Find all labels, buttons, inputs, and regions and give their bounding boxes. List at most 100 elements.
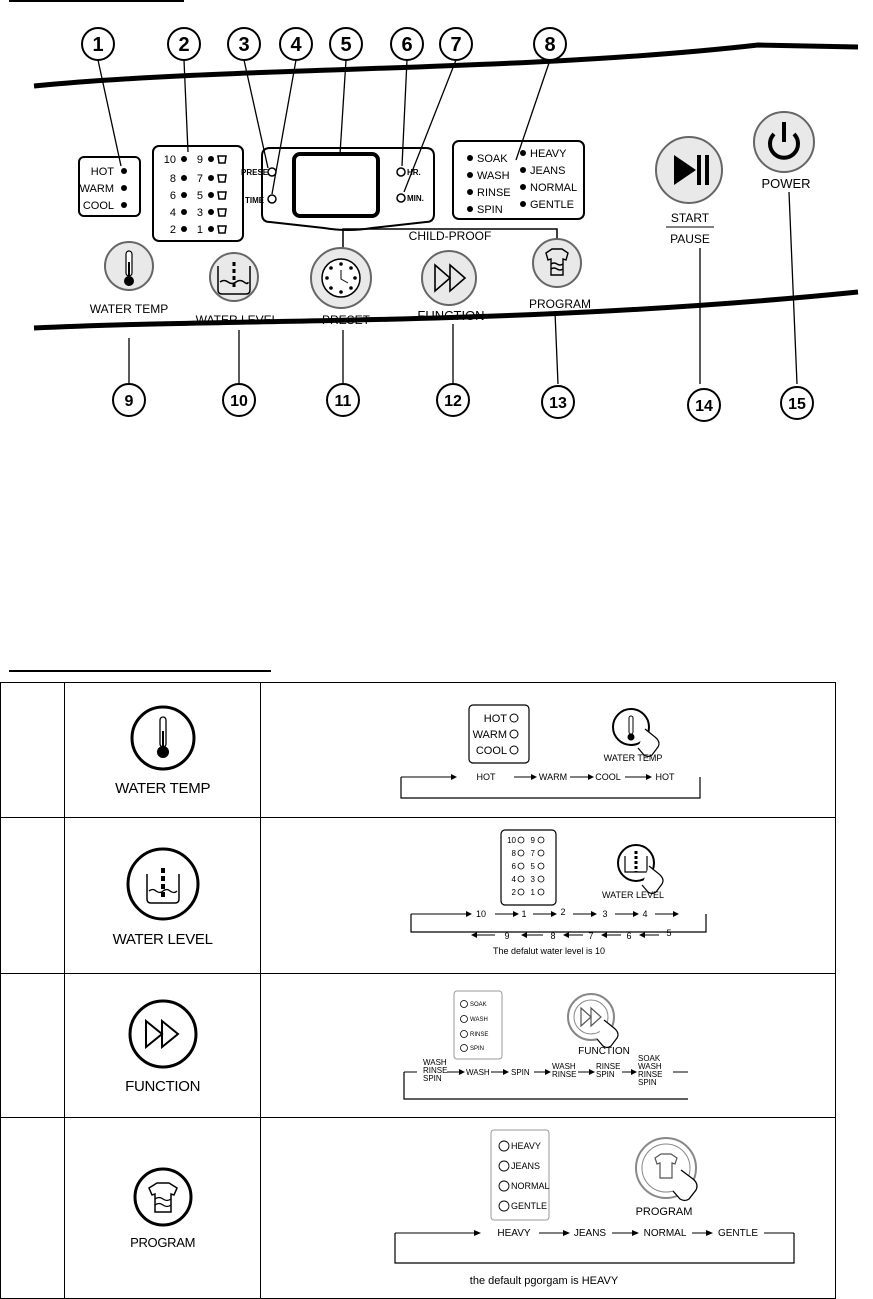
power-button[interactable] [753, 111, 815, 173]
svg-text:JEANS: JEANS [574, 1228, 607, 1239]
svg-text:COOL: COOL [595, 772, 621, 782]
level-indicator-box [152, 145, 244, 242]
callout-1: 1 [92, 34, 103, 56]
svg-text:7: 7 [531, 849, 536, 858]
program-hand-button [634, 1137, 697, 1199]
svg-text:HOT: HOT [476, 772, 496, 782]
svg-text:5: 5 [666, 928, 671, 938]
svg-text:WASH: WASH [466, 1068, 490, 1077]
function-spin-label: SPIN [477, 204, 503, 216]
function-rinse-label: RINSE [477, 187, 511, 199]
function-soak-label: SOAK [477, 153, 508, 165]
svg-text:SPIN: SPIN [423, 1074, 442, 1083]
svg-text:5: 5 [531, 862, 536, 871]
row-number-cell [0, 682, 66, 818]
callout-9: 9 [125, 393, 134, 410]
svg-text:SPIN: SPIN [596, 1070, 615, 1079]
svg-text:WASH: WASH [423, 1058, 447, 1067]
temp-cool-label: COOL [83, 200, 114, 212]
shirt-wash-icon [133, 1167, 193, 1227]
svg-text:WARM: WARM [539, 772, 567, 782]
svg-text:1: 1 [197, 224, 203, 236]
svg-text:10: 10 [476, 909, 486, 919]
svg-text:RINSE: RINSE [423, 1066, 447, 1075]
svg-text:SPIN: SPIN [470, 1046, 484, 1052]
svg-text:2: 2 [512, 888, 517, 897]
water-level-label: WATER LEVEL [112, 930, 213, 948]
svg-text:4: 4 [512, 875, 517, 884]
function-hand-button [566, 993, 615, 1041]
svg-text:WARM: WARM [473, 729, 507, 741]
temp-warm-label: WARM [80, 183, 114, 195]
svg-text:3: 3 [197, 207, 203, 219]
start-label: START [671, 211, 710, 225]
svg-text:2: 2 [560, 907, 565, 917]
svg-text:GENTLE: GENTLE [718, 1228, 758, 1239]
pause-label: PAUSE [670, 232, 710, 246]
level-indicator-rows: 10 9 8 7 6 5 4 3 2 1 [164, 154, 203, 236]
pointing-hand-icon [641, 865, 664, 895]
preset-button[interactable] [310, 247, 372, 309]
hr-indicator-label: HR. [407, 168, 421, 177]
program-button-label: PROGRAM [529, 297, 591, 311]
preset-indicator-label: PRESET [241, 168, 273, 177]
svg-text:8: 8 [550, 931, 555, 941]
water-level-icon [126, 847, 200, 920]
svg-text:7: 7 [588, 931, 593, 941]
row-number-cell [0, 1117, 66, 1299]
pointing-hand-icon [672, 1169, 698, 1202]
callout-7: 7 [450, 34, 461, 56]
row-number-cell [0, 973, 66, 1118]
digital-display [292, 152, 380, 218]
clock-icon [325, 262, 357, 294]
water-temp-button[interactable] [104, 241, 154, 291]
hand-button-label: WATER LEVEL [602, 890, 664, 900]
callout-5: 5 [340, 34, 351, 56]
shirt-wash-icon [545, 248, 569, 276]
double-arrow-icon [434, 263, 467, 293]
svg-text:1: 1 [531, 888, 536, 897]
hand-button-label: WATER TEMP [604, 753, 663, 763]
water-temp-button-label: WATER TEMP [90, 302, 168, 316]
callout-8: 8 [544, 34, 555, 56]
svg-text:10: 10 [164, 154, 176, 166]
function-label: FUNCTION [125, 1077, 201, 1095]
power-icon [768, 122, 800, 160]
panel-bottom-curve [33, 289, 859, 331]
callout-12: 12 [444, 393, 462, 410]
program-button[interactable] [532, 238, 582, 288]
preset-button-label: PRESET [322, 313, 371, 327]
default-program-note: the default pgorgam is HEAVY [470, 1275, 619, 1287]
function-button[interactable] [421, 250, 477, 306]
callout-14: 14 [695, 398, 713, 415]
svg-text:SPIN: SPIN [511, 1068, 530, 1077]
svg-text:6: 6 [170, 190, 176, 202]
svg-text:5: 5 [197, 190, 203, 202]
water-level-button[interactable] [209, 252, 259, 302]
child-proof-label: CHILD-PROOF [409, 229, 492, 243]
svg-text:8: 8 [170, 173, 176, 185]
function-button-label: FUNCTION [417, 308, 484, 323]
callout-3: 3 [238, 34, 249, 56]
svg-text:SOAK: SOAK [638, 1054, 661, 1063]
min-indicator-label: MIN. [407, 194, 424, 203]
svg-text:4: 4 [642, 909, 647, 919]
callout-2: 2 [178, 34, 189, 56]
svg-text:10: 10 [507, 836, 516, 845]
svg-text:6: 6 [626, 931, 631, 941]
water-level-hand-button [616, 844, 655, 882]
svg-text:7: 7 [197, 173, 203, 185]
hand-button-label: PROGRAM [636, 1206, 693, 1218]
pointing-hand-icon [596, 1019, 619, 1049]
start-pause-button[interactable] [655, 136, 723, 204]
power-button-label: POWER [761, 176, 810, 191]
svg-text:4: 4 [170, 207, 176, 219]
temp-indicator-box [78, 156, 141, 217]
svg-text:8: 8 [512, 849, 517, 858]
program-gentle-label: GENTLE [530, 199, 574, 211]
